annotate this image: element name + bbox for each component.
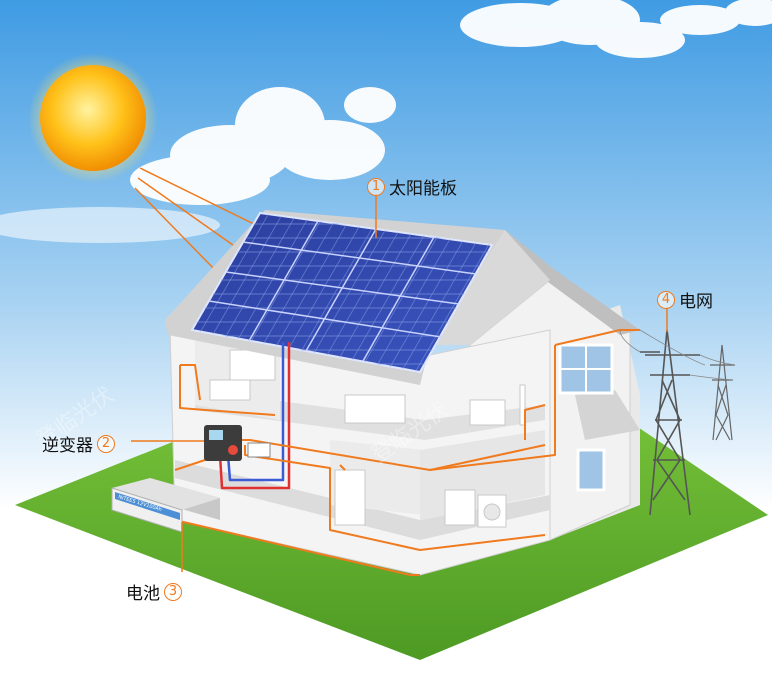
solar-panel (190, 211, 494, 374)
label-text: 逆变器 (42, 436, 93, 456)
label-solar-panel: 1 太阳能板 (367, 174, 457, 199)
label-number: 2 (97, 434, 115, 453)
house-window (558, 343, 614, 395)
label-leaders (131, 194, 668, 572)
label-number: 1 (367, 177, 385, 196)
label-text: 电池 (126, 584, 160, 604)
label-number: 4 (657, 290, 675, 309)
sun-rays (134, 167, 263, 276)
label-inverter: 逆变器 2 (42, 431, 115, 456)
label-battery: 电池 3 (126, 579, 182, 604)
battery: NITEES 12V100Ah (111, 478, 220, 533)
label-text: 电网 (679, 292, 713, 312)
power-tower-far (710, 344, 735, 441)
breaker-box (247, 442, 271, 458)
furniture (209, 349, 526, 528)
label-grid: 4 电网 (657, 287, 713, 312)
label-text: 太阳能板 (389, 179, 457, 199)
clouds (0, 0, 772, 243)
inverter (204, 425, 242, 461)
power-lines (619, 329, 736, 381)
sun-icon (28, 53, 158, 183)
house-door (576, 448, 606, 492)
label-number: 3 (164, 582, 182, 601)
power-tower (640, 329, 700, 516)
